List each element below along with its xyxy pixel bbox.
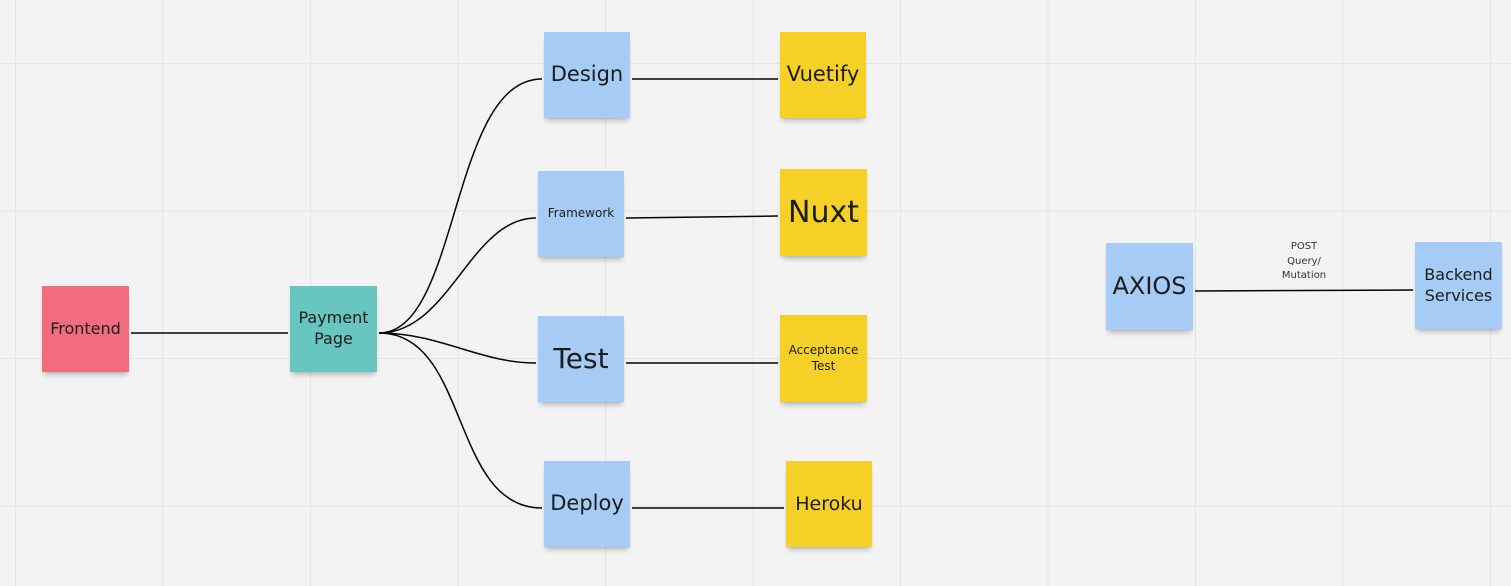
- note-text-backend-services: Backend Services: [1424, 264, 1493, 305]
- sticky-note-nuxt[interactable]: Nuxt: [780, 169, 867, 256]
- connector-payment-page-framework[interactable]: [378, 217, 537, 334]
- note-text-frontend: Frontend: [50, 318, 121, 338]
- note-text-nuxt: Nuxt: [788, 195, 859, 230]
- note-text-heroku: Heroku: [795, 492, 863, 515]
- sticky-note-axios[interactable]: AXIOS: [1106, 243, 1193, 330]
- note-text-vuetify: Vuetify: [786, 62, 860, 87]
- note-text-framework: Framework: [547, 206, 615, 221]
- sticky-note-payment-page[interactable]: Payment Page: [290, 286, 377, 372]
- note-text-test: Test: [553, 341, 609, 375]
- connector-framework-nuxt[interactable]: [625, 215, 779, 219]
- sticky-note-vuetify[interactable]: Vuetify: [780, 32, 866, 118]
- sticky-note-test[interactable]: Test: [538, 316, 624, 402]
- connector-payment-page-test[interactable]: [378, 332, 537, 364]
- sticky-note-design[interactable]: Design: [544, 32, 630, 118]
- connector-axios-backend-services[interactable]: [1194, 289, 1414, 292]
- note-text-acceptance-test: Acceptance Test: [788, 342, 859, 373]
- note-text-payment-page: Payment Page: [298, 308, 369, 348]
- connector-payment-page-deploy[interactable]: [378, 332, 543, 509]
- sticky-note-backend-services[interactable]: Backend Services: [1415, 242, 1502, 329]
- sticky-note-deploy[interactable]: Deploy: [544, 461, 630, 547]
- sticky-note-framework[interactable]: Framework: [538, 171, 624, 257]
- connector-payment-page-design[interactable]: [378, 78, 543, 334]
- sticky-note-acceptance-test[interactable]: Acceptance Test: [780, 315, 867, 402]
- note-text-design: Design: [550, 62, 624, 87]
- note-text-axios: AXIOS: [1112, 271, 1187, 300]
- note-text-deploy: Deploy: [550, 491, 624, 516]
- connector-label-post-query-mutation[interactable]: POST Query/ Mutation: [1281, 241, 1327, 281]
- sticky-note-frontend[interactable]: Frontend: [42, 286, 129, 372]
- sticky-note-heroku[interactable]: Heroku: [786, 461, 872, 547]
